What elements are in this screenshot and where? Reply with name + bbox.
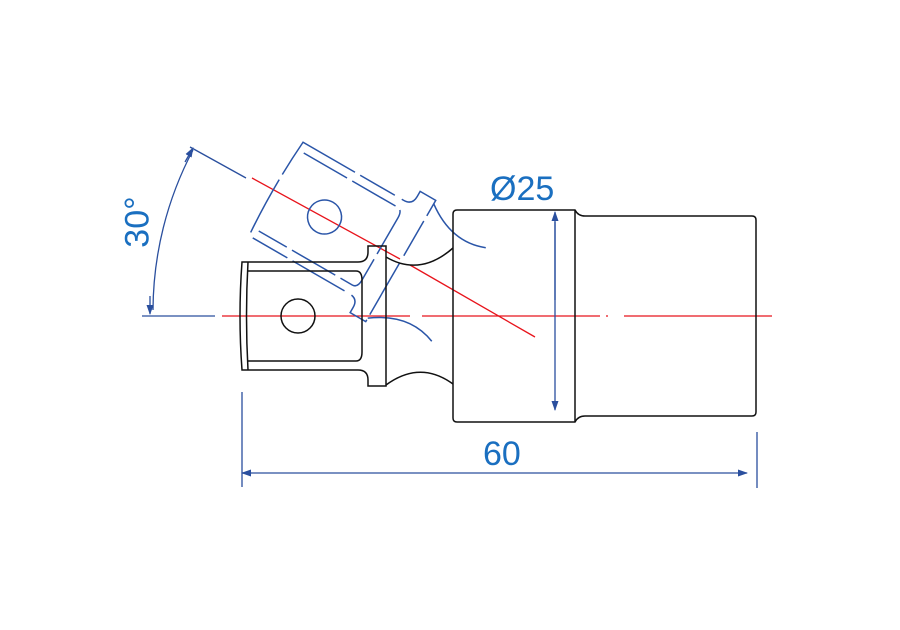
diameter-dimension-label: Ø25 (490, 170, 555, 208)
socket-body (452, 209, 757, 423)
dimension-lines (142, 146, 758, 488)
length-dimension-label: 60 (483, 435, 521, 473)
angle-arc (152, 149, 194, 311)
straight-square-drive (239, 245, 454, 387)
angle-extension-rotated (189, 146, 247, 179)
neck-bottom (385, 371, 454, 386)
detent-hole (280, 298, 316, 334)
angle-dimension-label: 30° (118, 196, 157, 248)
neck-top (385, 247, 454, 266)
rotated-square-drive (248, 141, 486, 342)
